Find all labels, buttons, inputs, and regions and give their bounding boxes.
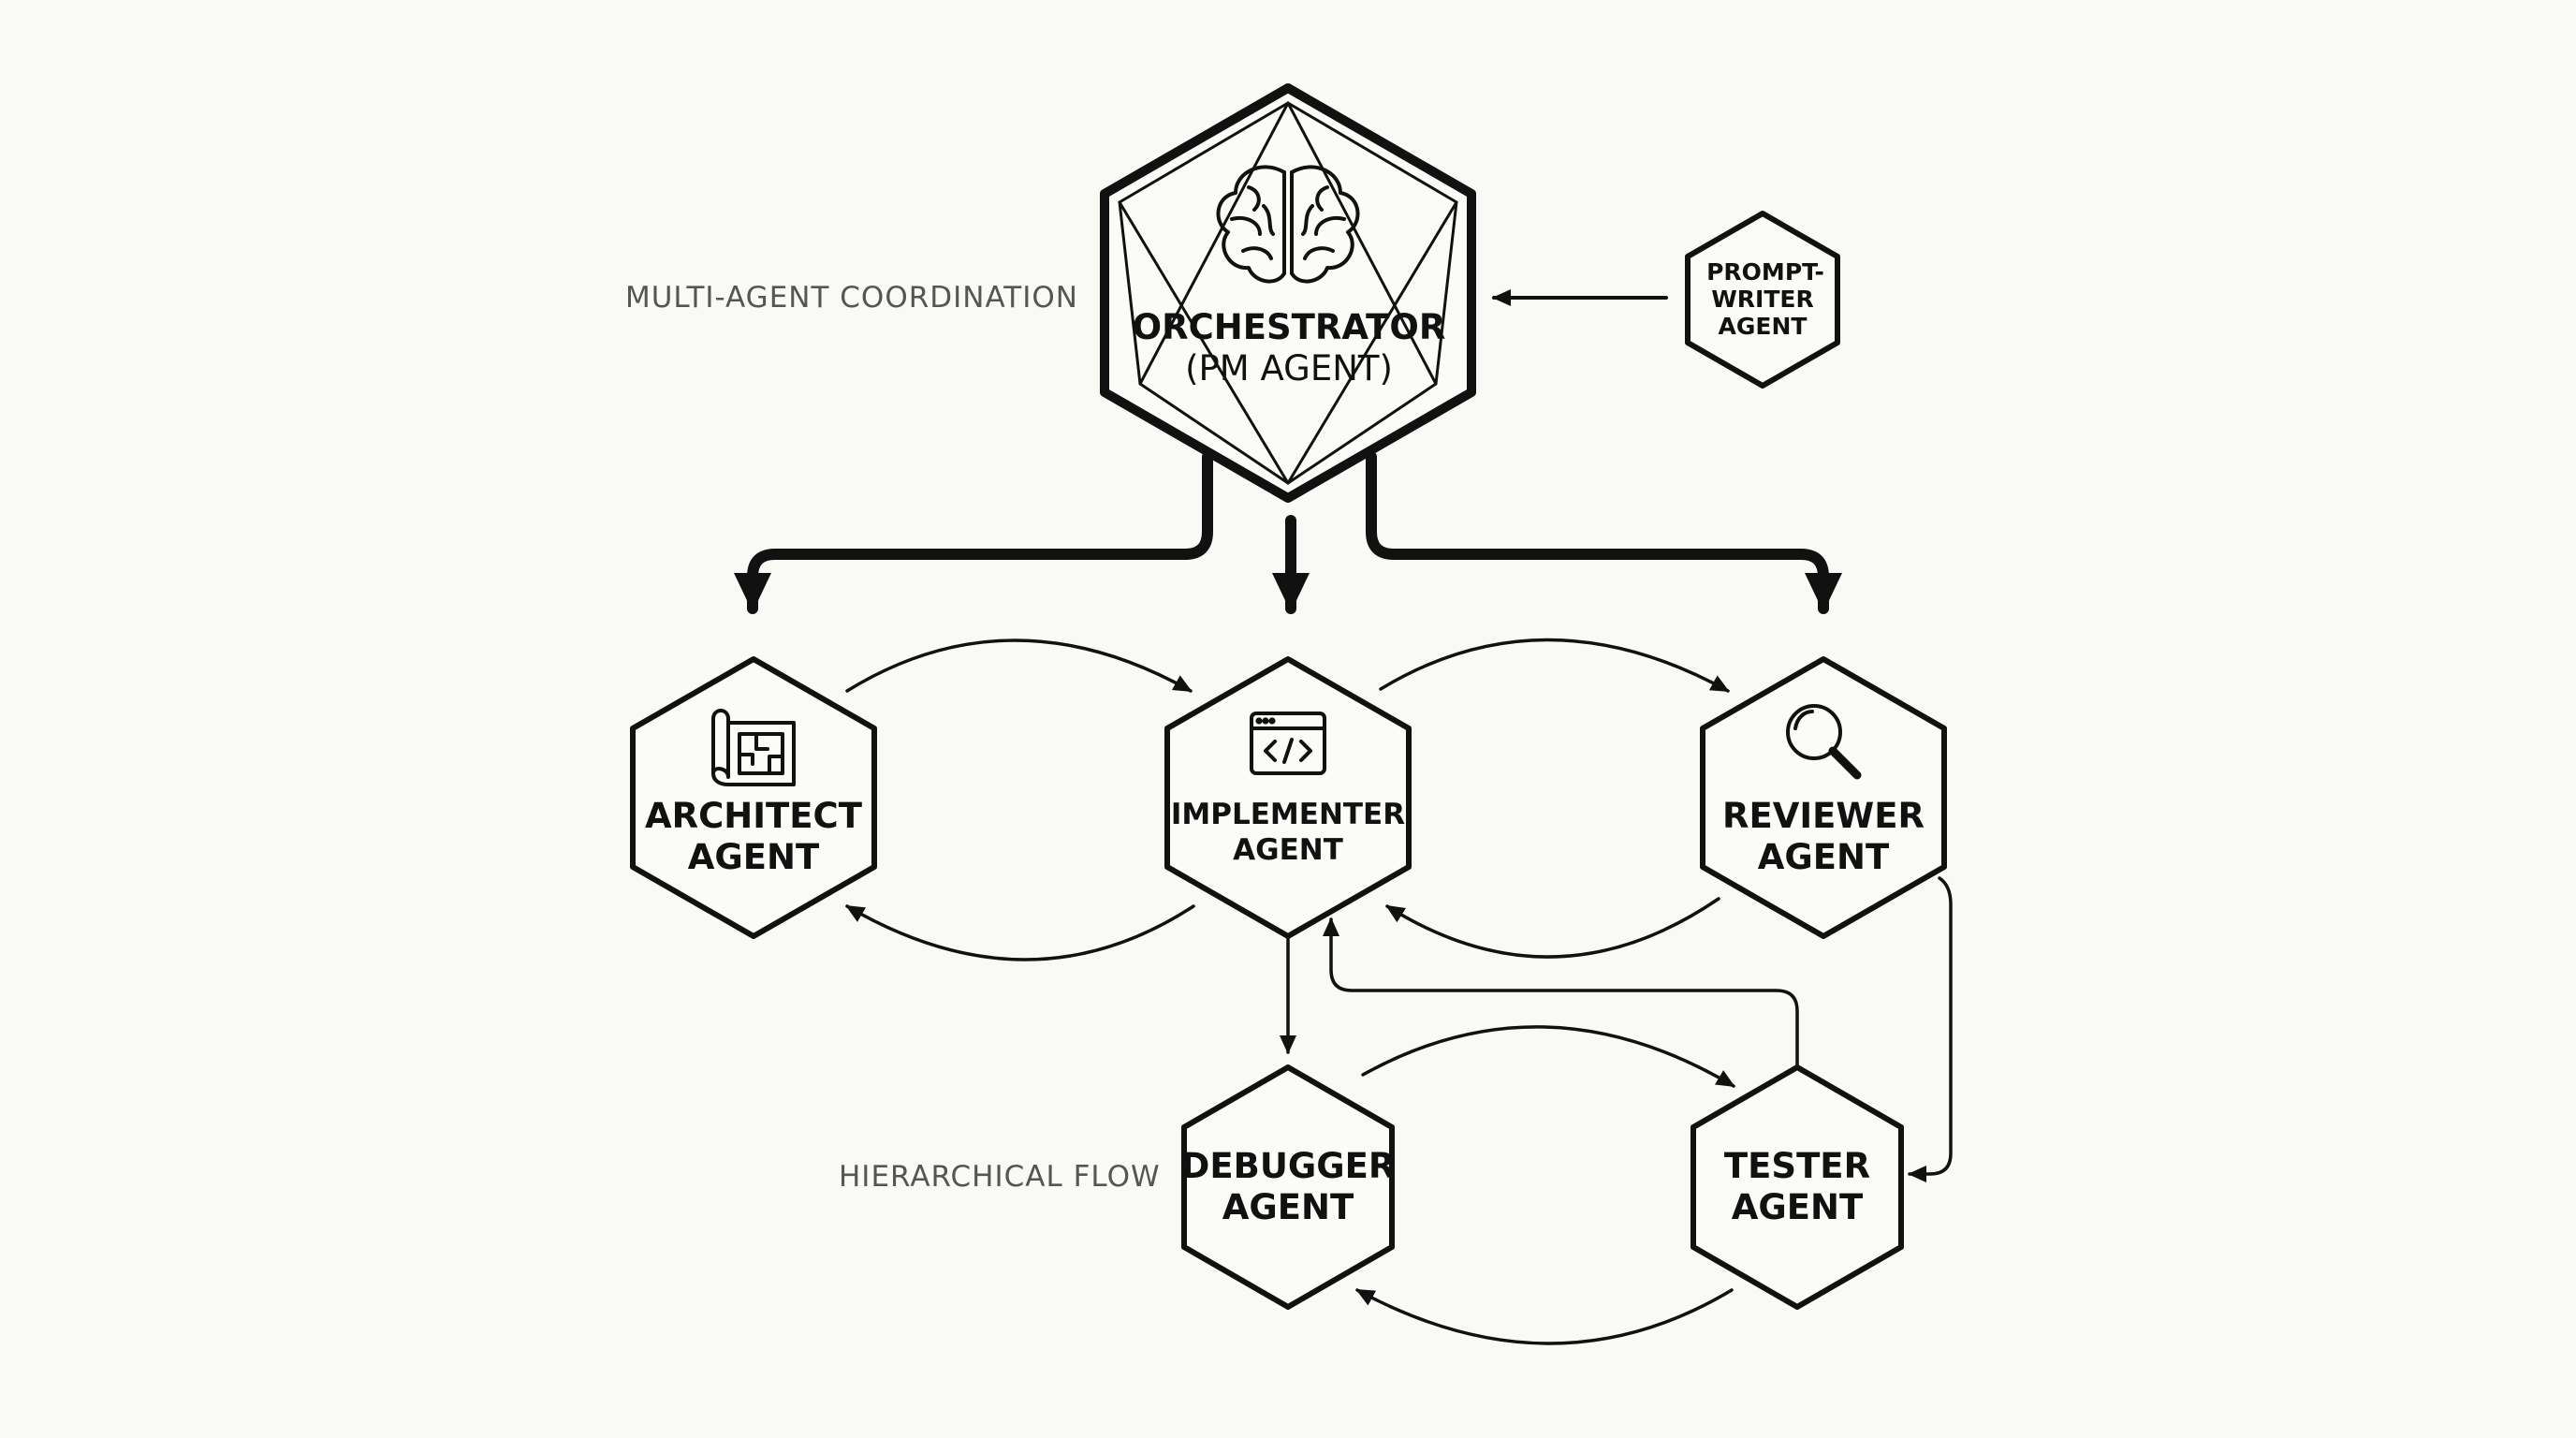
reviewer-line2: AGENT [1758,837,1890,877]
brain-icon [1216,165,1360,284]
tester-line2: AGENT [1732,1187,1864,1227]
implementer-node[interactable]: IMPLEMENTER AGENT [1164,656,1412,939]
arrow-architect-to-implementer [845,638,1193,693]
debugger-hexagon [1181,1064,1395,1310]
prompt-writer-line3: AGENT [1719,313,1808,340]
arrow-reviewer-to-tester [1908,876,1953,1182]
architect-line1: ARCHITECT [645,796,863,836]
tester-line1: TESTER [1724,1146,1870,1186]
code-window-icon [1250,712,1326,775]
caption-coordination: MULTI-AGENT COORDINATION [625,281,1078,315]
magnifier-icon [1786,704,1862,780]
reviewer-line1: REVIEWER [1722,796,1925,836]
arrow-tester-to-debugger [1355,1288,1734,1345]
arrow-reviewer-to-implementer [1385,897,1720,959]
architect-line2: AGENT [688,837,820,877]
orchestrator-node[interactable]: ORCHESTRATOR (PM AGENT) [1100,83,1476,503]
peer-connectors [845,289,1953,1345]
prompt-writer-hexagon [1685,211,1840,389]
orchestrator-connectors [734,451,1842,614]
debugger-line2: AGENT [1222,1187,1354,1227]
implementer-hexagon [1164,656,1412,939]
arrow-implementer-to-architect [845,904,1195,961]
architect-hexagon [630,656,877,939]
architect-node[interactable]: ARCHITECT AGENT [630,656,877,939]
debugger-node[interactable]: DEBUGGER AGENT [1181,1064,1396,1310]
orchestrator-hexagon [1100,83,1476,503]
implementer-line2: AGENT [1233,833,1343,867]
debugger-line1: DEBUGGER [1181,1146,1396,1186]
arrow-implementer-to-reviewer [1379,638,1730,693]
caption-hierarchical-flow: HIERARCHICAL FLOW [839,1160,1161,1194]
prompt-writer-node[interactable]: PROMPT- WRITER AGENT [1685,211,1840,389]
orchestrator-facets [1118,101,1458,485]
arrow-debugger-to-tester [1361,1025,1735,1088]
blueprint-icon [711,709,796,786]
orchestrator-title: ORCHESTRATOR [1133,307,1446,347]
reviewer-node[interactable]: REVIEWER AGENT [1700,656,1947,939]
orchestrator-subtitle: (PM AGENT) [1185,348,1393,389]
prompt-writer-line2: WRITER [1711,286,1814,313]
connector-orchestrator-reviewer [1366,451,1842,614]
arrow-tester-to-implementer [1323,917,1799,1069]
tester-hexagon [1690,1064,1904,1310]
reviewer-hexagon [1700,656,1947,939]
tester-node[interactable]: TESTER AGENT [1690,1064,1904,1310]
connector-orchestrator-architect [734,451,1213,614]
implementer-line1: IMPLEMENTER [1171,798,1405,831]
prompt-writer-line1: PROMPT- [1706,258,1824,286]
